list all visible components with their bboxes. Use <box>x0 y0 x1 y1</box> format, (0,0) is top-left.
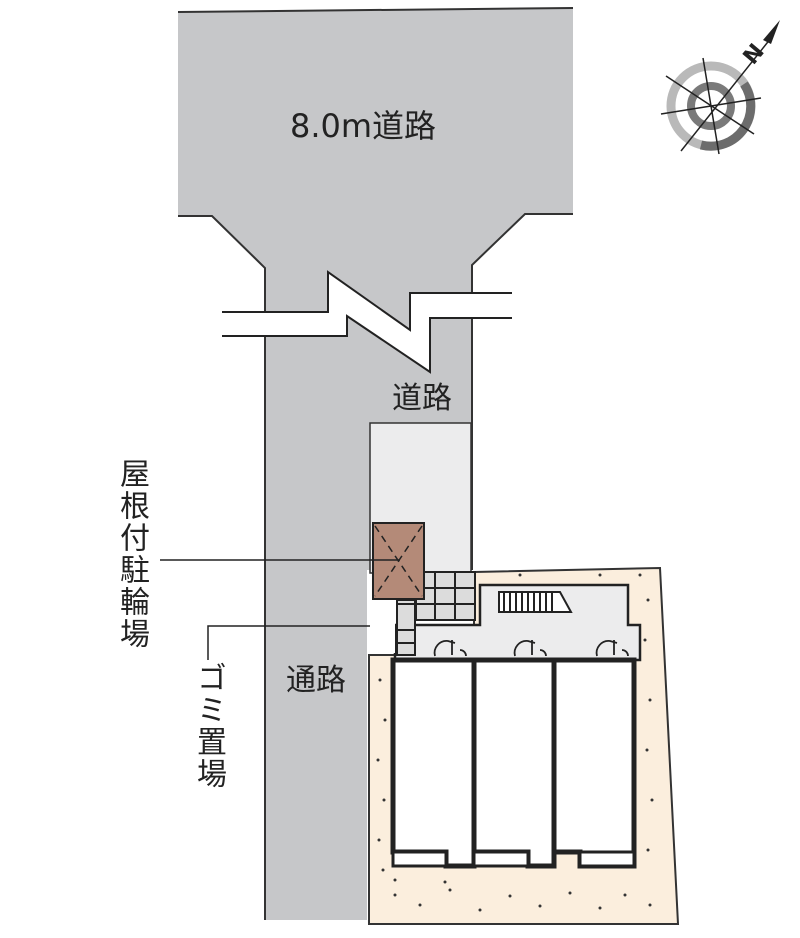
unit-1 <box>390 657 477 869</box>
unit-2 <box>471 657 557 869</box>
passage-label: 通路 <box>286 663 346 698</box>
unit-3 <box>551 657 637 869</box>
garbage-area <box>371 601 395 653</box>
main-road-label: 8.0m道路 <box>290 107 436 145</box>
north-arrow-compass-icon: N <box>660 20 780 155</box>
leader-lines <box>160 559 400 660</box>
north-label: N <box>739 39 770 69</box>
door-icons <box>433 640 629 657</box>
access-road-label: 道路 <box>392 381 452 416</box>
courtyard <box>393 583 642 662</box>
garbage-area-label: ゴミ置場 <box>191 662 226 790</box>
unit-blocks <box>390 657 637 869</box>
bicycle-roof <box>372 522 425 600</box>
stairs-icon <box>498 591 573 613</box>
bicycle-parking-label: 屋根付駐輪場 <box>114 458 149 650</box>
